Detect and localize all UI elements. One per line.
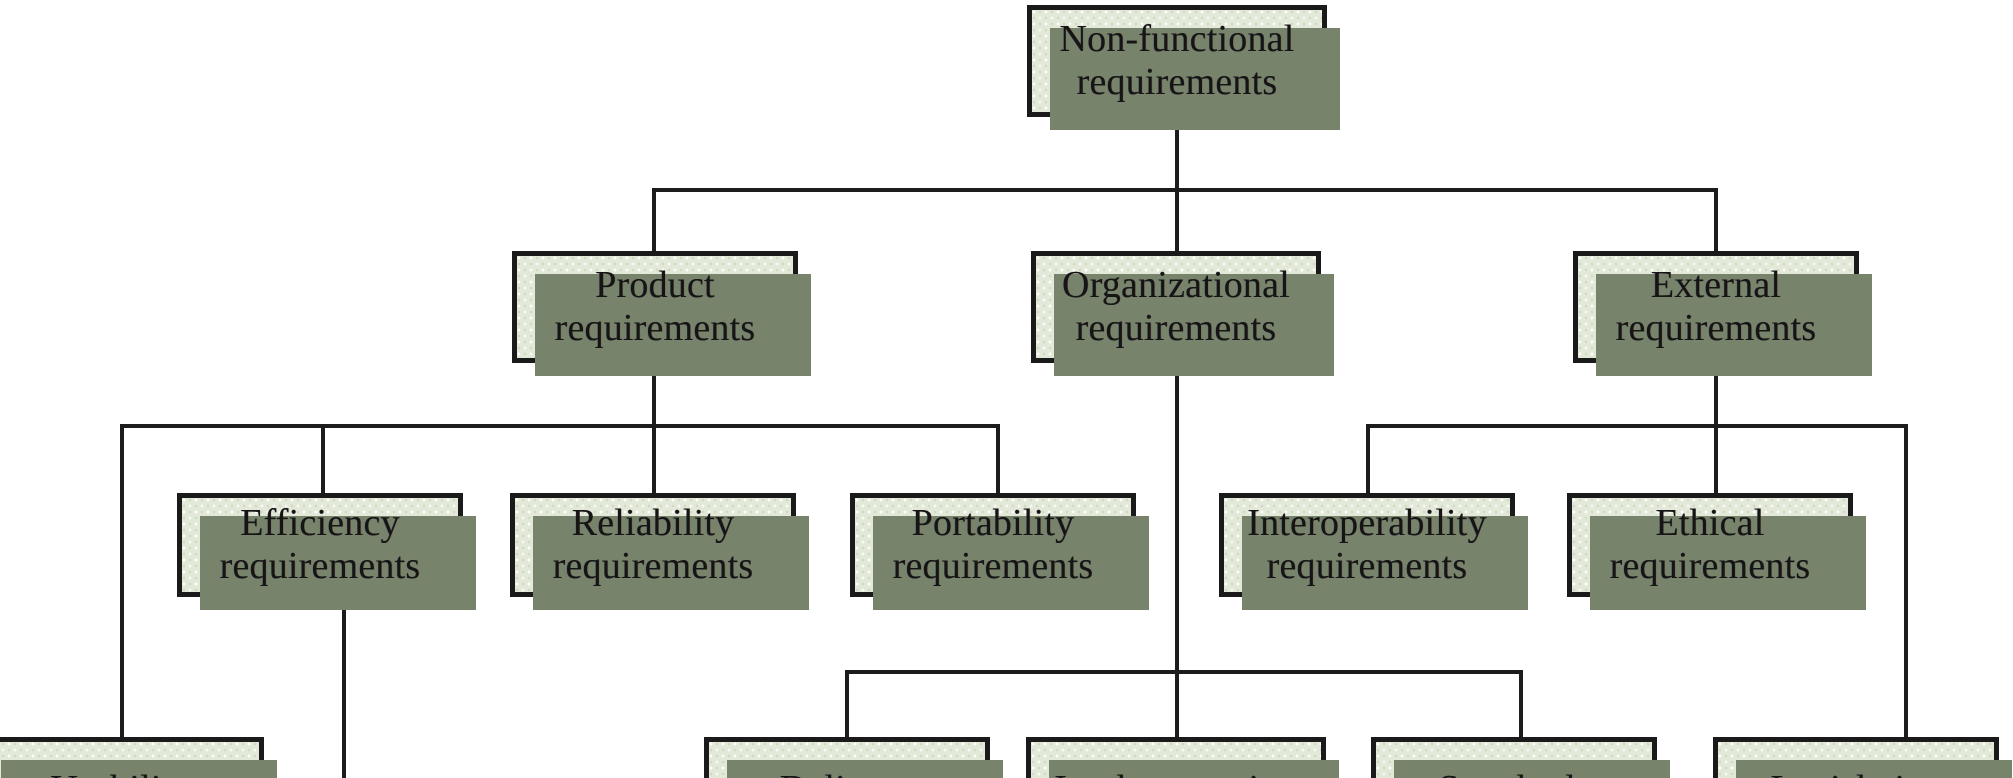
node-shadow bbox=[1590, 516, 1866, 610]
node-label-line2: requirements bbox=[892, 545, 1094, 587]
node-standards-requirements[interactable]: Standards bbox=[1371, 737, 1670, 778]
node-external-requirements[interactable]: External requirements bbox=[1573, 251, 1872, 376]
node-label-line1: Product bbox=[595, 264, 715, 307]
node-shadow bbox=[1, 760, 277, 778]
node-label-line1: Standards bbox=[1438, 768, 1590, 778]
node-shadow bbox=[1050, 28, 1340, 130]
node-label-line1: Legislative bbox=[1770, 768, 1941, 778]
node-label-line1: Usability bbox=[50, 768, 191, 778]
edge-organizational-bottom-bus bbox=[845, 670, 1523, 674]
node-label-line1: Organizational bbox=[1062, 264, 1290, 307]
node-efficiency-requirements[interactable]: Efficiency requirements bbox=[177, 493, 476, 610]
node-label-line2: requirements bbox=[554, 307, 756, 349]
node-label-line2: requirements bbox=[1075, 307, 1277, 349]
edge-drop-product bbox=[652, 188, 656, 256]
node-label-line2: requirements bbox=[1076, 61, 1278, 103]
edge-root-stem bbox=[1175, 110, 1179, 192]
node-shadow bbox=[1054, 274, 1334, 376]
node-label-line1: Reliability bbox=[571, 502, 735, 545]
node-product-requirements[interactable]: Product requirements bbox=[512, 251, 811, 376]
node-label-line1: Portability bbox=[911, 502, 1075, 545]
node-shadow bbox=[200, 516, 476, 610]
edge-efficiency-stem bbox=[342, 596, 346, 778]
node-portability-requirements[interactable]: Portability requirements bbox=[850, 493, 1149, 610]
node-label-line2: requirements bbox=[1266, 545, 1468, 587]
node-shadow bbox=[1596, 274, 1872, 376]
node-label-line2: requirements bbox=[1615, 307, 1817, 349]
node-delivery-requirements[interactable]: Delivery bbox=[704, 737, 1003, 778]
node-shadow bbox=[535, 274, 811, 376]
node-implementation-requirements[interactable]: Implementation bbox=[1026, 737, 1339, 778]
node-interoperability-requirements[interactable]: Interoperability requirements bbox=[1219, 493, 1528, 610]
node-label-line2: requirements bbox=[1609, 545, 1811, 587]
node-shadow bbox=[1736, 760, 2012, 778]
node-shadow bbox=[727, 760, 1003, 778]
edge-drop-efficiency bbox=[321, 424, 325, 496]
edge-drop-external bbox=[1714, 188, 1718, 256]
edge-drop-portability bbox=[996, 424, 1000, 496]
edge-drop-delivery bbox=[845, 670, 849, 738]
node-shadow bbox=[873, 516, 1149, 610]
node-label-line1: Efficiency bbox=[240, 502, 400, 545]
node-non-functional-requirements[interactable]: Non-functional requirements bbox=[1027, 5, 1340, 130]
edge-drop-implementation bbox=[1175, 670, 1179, 738]
edge-drop-legislative-long bbox=[1904, 424, 1908, 754]
node-label-line1: Non-functional bbox=[1059, 18, 1295, 61]
edge-external-level3-bus bbox=[1366, 424, 1908, 428]
edge-drop-interoperability bbox=[1366, 424, 1370, 496]
edge-drop-organizational bbox=[1175, 188, 1179, 256]
node-ethical-requirements[interactable]: Ethical requirements bbox=[1567, 493, 1866, 610]
node-shadow bbox=[533, 516, 809, 610]
node-shadow bbox=[1394, 760, 1670, 778]
edge-product-level3-bus bbox=[120, 424, 1000, 428]
node-label-line1: Ethical bbox=[1655, 502, 1765, 545]
node-label-line1: Implementation bbox=[1054, 768, 1297, 778]
edge-level2-bus bbox=[652, 188, 1718, 192]
node-shadow bbox=[1049, 760, 1339, 778]
node-reliability-requirements[interactable]: Reliability requirements bbox=[510, 493, 809, 610]
node-label-line1: External bbox=[1650, 264, 1782, 307]
node-legislative-requirements[interactable]: Legislative bbox=[1713, 737, 2012, 778]
node-label-line1: Delivery bbox=[780, 768, 915, 778]
edge-drop-usability-long bbox=[120, 424, 124, 754]
node-organizational-requirements[interactable]: Organizational requirements bbox=[1031, 251, 1334, 376]
node-shadow bbox=[1242, 516, 1528, 610]
edge-external-stem bbox=[1714, 362, 1718, 428]
edge-organizational-stem bbox=[1175, 362, 1179, 674]
node-usability-requirements[interactable]: Usability bbox=[0, 737, 277, 778]
edge-drop-standards bbox=[1519, 670, 1523, 738]
node-label-line2: requirements bbox=[219, 545, 421, 587]
node-label-line2: requirements bbox=[552, 545, 754, 587]
edge-product-stem bbox=[652, 362, 656, 428]
edge-drop-reliability bbox=[652, 424, 656, 496]
node-label-line1: Interoperability bbox=[1247, 502, 1487, 545]
edge-drop-ethical bbox=[1714, 424, 1718, 496]
